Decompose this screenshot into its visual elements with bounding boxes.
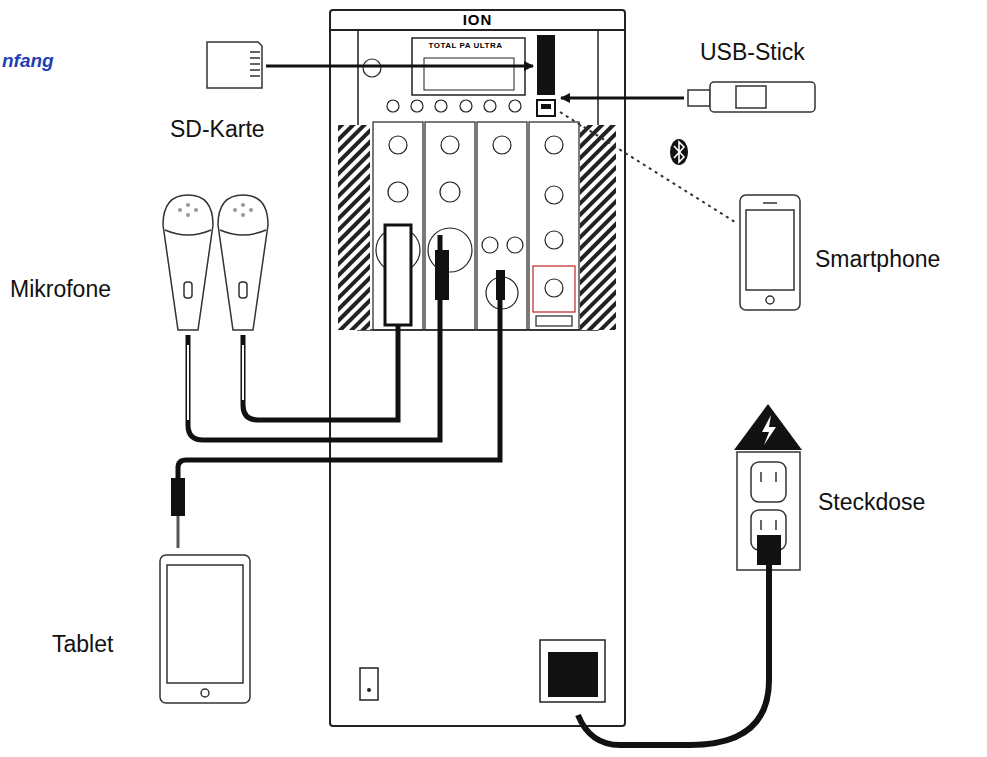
part-label: Steckdose [818, 490, 925, 515]
part-label: USB-Stick [700, 40, 805, 65]
usb-port [537, 100, 555, 116]
heading: nfang [2, 50, 54, 72]
node-text: TOTAL PA ULTRA [406, 38, 525, 51]
display-box: TOTAL PA ULTRA [406, 38, 525, 58]
hatching [338, 125, 370, 330]
xlr-plug [385, 225, 411, 325]
part-label: Smartphone [815, 247, 940, 272]
power-cable [578, 565, 769, 745]
channel-strips [373, 122, 579, 330]
tablet [160, 555, 250, 703]
sd-slot [537, 35, 555, 95]
speaker-housing [330, 10, 625, 726]
microphones [163, 195, 268, 330]
part-label: SD-Karte [170, 117, 265, 142]
power-inlet [540, 640, 605, 702]
tablet-plug [171, 478, 185, 516]
wall-outlet [737, 452, 800, 570]
hatching [580, 125, 616, 330]
part-label: Tablet [52, 632, 113, 657]
usb-stick [688, 82, 815, 112]
jack-plug [435, 250, 449, 300]
bluetooth-link [560, 112, 735, 222]
speaker-panel: IONTOTAL PA ULTRA [327, 10, 628, 42]
insert-arrow [266, 65, 533, 68]
smartphone [740, 195, 800, 310]
jack-plug [496, 270, 505, 300]
bluetooth-symbol [670, 139, 688, 165]
warning-triangle [734, 404, 802, 450]
sd-card [207, 42, 262, 88]
power-switch [360, 668, 378, 700]
insert-arrow [561, 97, 684, 100]
part-label: Mikrofone [10, 277, 111, 302]
node-text: ION [327, 10, 628, 29]
